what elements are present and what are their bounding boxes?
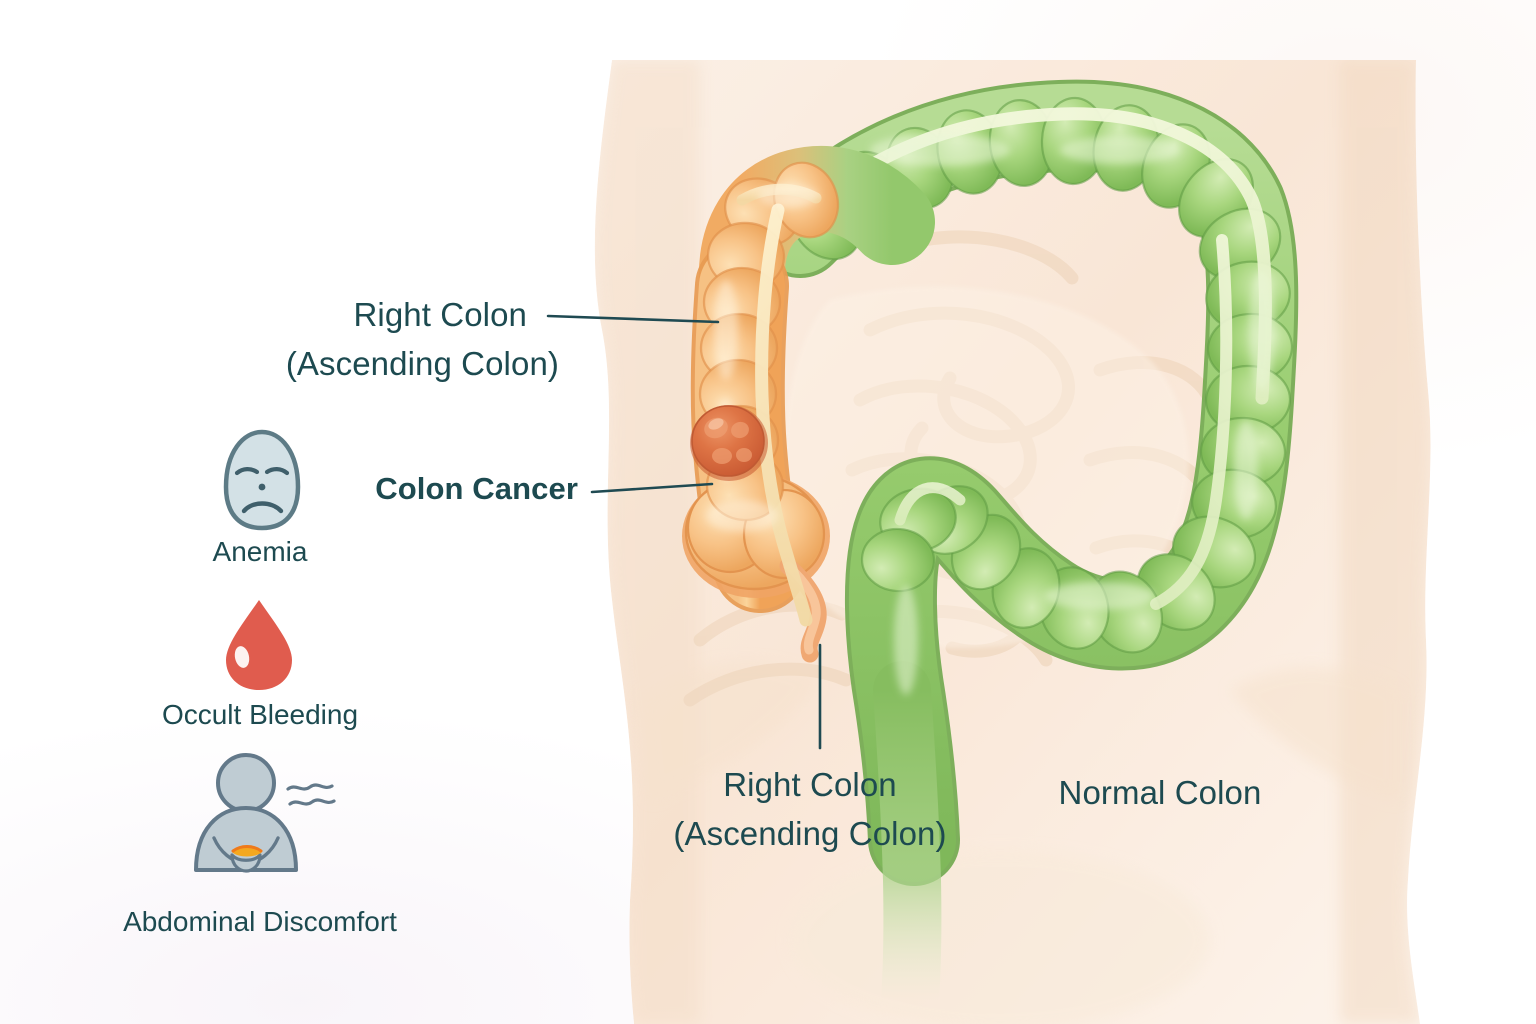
symptom-label-abdominal-discomfort: Abdominal Discomfort [123, 906, 397, 937]
leader-line-colon-cancer [590, 482, 714, 494]
callout-colon-cancer: Colon Cancer [375, 471, 578, 506]
colon-cancer-tumor [690, 405, 768, 481]
sad-face-icon [223, 429, 301, 531]
callout-bottom-right-colon-subtitle: (Ascending Colon) [673, 815, 947, 852]
callout-normal-colon: Normal Colon [1058, 774, 1262, 811]
callout-right-colon-subtitle: (Ascending Colon) [285, 345, 559, 382]
symptom-label-occult-bleeding: Occult Bleeding [161, 699, 359, 730]
callout-bottom-right-colon-title: Right Colon [723, 766, 897, 803]
leader-line-right-colon [546, 314, 720, 324]
callout-right-colon-title: Right Colon [353, 296, 527, 333]
blood-drop-icon [226, 600, 292, 690]
ascending-colon-segment [682, 146, 935, 663]
symptom-label-anemia: Anemia [212, 536, 308, 567]
person-abdominal-pain-icon [194, 753, 336, 873]
